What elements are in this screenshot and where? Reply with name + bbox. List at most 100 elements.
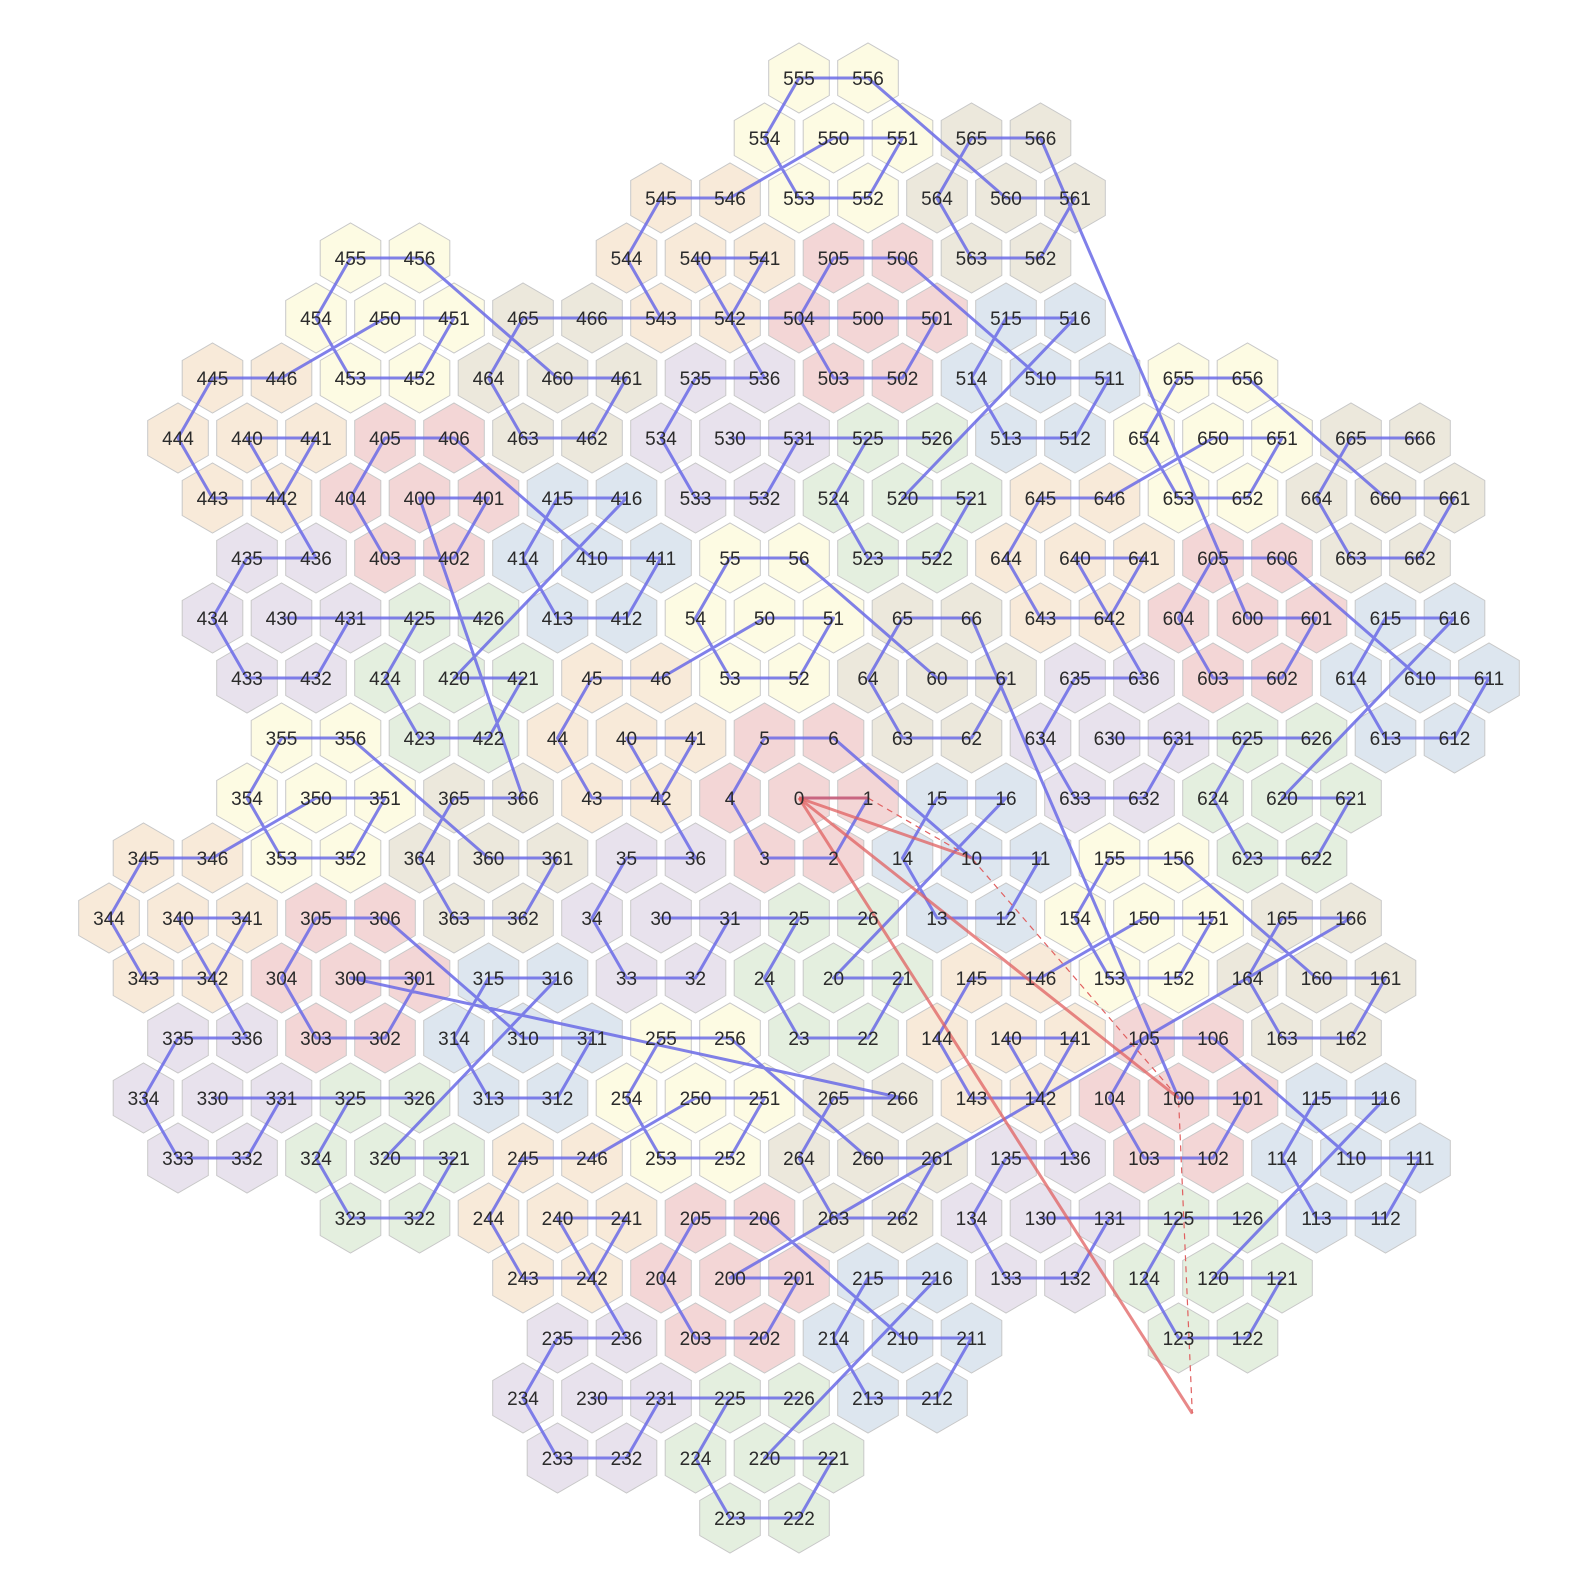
cell-label: 641 xyxy=(1128,549,1160,570)
cell-label: 215 xyxy=(852,1269,884,1290)
cell-label: 263 xyxy=(818,1209,850,1230)
cell-label: 634 xyxy=(1025,729,1057,750)
cell-label: 50 xyxy=(754,609,775,630)
cell-label: 232 xyxy=(611,1449,643,1470)
cell-label: 25 xyxy=(788,909,809,930)
cell-label: 524 xyxy=(818,489,850,510)
cell-label: 4 xyxy=(725,789,736,810)
cell-label: 452 xyxy=(404,369,436,390)
cell-label: 556 xyxy=(852,69,884,90)
cell-label: 340 xyxy=(162,909,194,930)
cell-label: 110 xyxy=(1336,1149,1366,1170)
cell-label: 221 xyxy=(818,1449,850,1470)
cell-label: 32 xyxy=(685,969,706,990)
cell-label: 214 xyxy=(818,1329,850,1350)
cell-label: 15 xyxy=(926,789,947,810)
cell-label: 442 xyxy=(266,489,298,510)
cell-label: 612 xyxy=(1439,729,1471,750)
cell-label: 100 xyxy=(1163,1089,1195,1110)
cell-label: 210 xyxy=(887,1329,919,1350)
cell-label: 164 xyxy=(1232,969,1264,990)
cell-label: 132 xyxy=(1059,1269,1091,1290)
cell-label: 346 xyxy=(197,849,229,870)
cell-label: 440 xyxy=(231,429,263,450)
cell-label: 264 xyxy=(783,1149,815,1170)
cell-label: 244 xyxy=(473,1209,505,1230)
cell-label: 245 xyxy=(507,1149,539,1170)
cell-label: 606 xyxy=(1266,549,1298,570)
cell-label: 324 xyxy=(300,1149,332,1170)
cell-label: 414 xyxy=(507,549,539,570)
cell-label: 462 xyxy=(576,429,608,450)
cell-label: 44 xyxy=(547,729,569,750)
cell-label: 506 xyxy=(887,249,919,270)
cell-label: 26 xyxy=(857,909,878,930)
cell-label: 460 xyxy=(542,369,574,390)
cell-label: 456 xyxy=(404,249,436,270)
cell-label: 106 xyxy=(1197,1029,1229,1050)
cell-label: 225 xyxy=(714,1389,746,1410)
cell-label: 665 xyxy=(1335,429,1367,450)
cell-label: 525 xyxy=(852,429,884,450)
cell-label: 660 xyxy=(1370,489,1402,510)
cell-label: 166 xyxy=(1335,909,1367,930)
cell-label: 252 xyxy=(714,1149,746,1170)
cell-label: 435 xyxy=(231,549,263,570)
cell-label: 433 xyxy=(231,669,263,690)
cell-label: 236 xyxy=(611,1329,643,1350)
cell-label: 515 xyxy=(990,309,1022,330)
cell-label: 453 xyxy=(335,369,367,390)
cell-label: 125 xyxy=(1163,1209,1195,1230)
cell-label: 503 xyxy=(818,369,850,390)
cell-label: 623 xyxy=(1232,849,1264,870)
cell-label: 330 xyxy=(197,1089,229,1110)
cell-label: 533 xyxy=(680,489,712,510)
cell-label: 542 xyxy=(714,309,746,330)
cell-label: 534 xyxy=(645,429,677,450)
cell-label: 555 xyxy=(783,69,815,90)
cell-label: 422 xyxy=(473,729,505,750)
cell-label: 313 xyxy=(473,1089,505,1110)
cell-label: 601 xyxy=(1301,609,1333,630)
cell-label: 223 xyxy=(714,1509,746,1530)
cell-label: 365 xyxy=(438,789,470,810)
cell-label: 131 xyxy=(1094,1209,1126,1230)
cell-label: 436 xyxy=(300,549,332,570)
cell-label: 36 xyxy=(685,849,706,870)
cell-label: 412 xyxy=(611,609,643,630)
cell-label: 253 xyxy=(645,1149,677,1170)
cell-label: 566 xyxy=(1025,129,1057,150)
cell-label: 121 xyxy=(1266,1269,1298,1290)
cell-label: 366 xyxy=(507,789,539,810)
cell-label: 145 xyxy=(956,969,988,990)
cell-label: 305 xyxy=(300,909,332,930)
cell-label: 141 xyxy=(1059,1029,1091,1050)
cell-label: 136 xyxy=(1059,1149,1091,1170)
cell-label: 220 xyxy=(749,1449,781,1470)
cell-label: 545 xyxy=(645,189,677,210)
traversal-path-layer xyxy=(107,76,1491,1520)
highlight-ray xyxy=(798,796,972,860)
cell-label: 345 xyxy=(128,849,160,870)
cell-label: 421 xyxy=(507,669,539,690)
cell-label: 651 xyxy=(1266,429,1298,450)
cell-label: 441 xyxy=(300,429,332,450)
cell-label: 54 xyxy=(685,609,707,630)
cell-label: 104 xyxy=(1094,1089,1126,1110)
cell-label: 62 xyxy=(961,729,982,750)
cell-label: 352 xyxy=(335,849,367,870)
cell-label: 450 xyxy=(369,309,401,330)
cell-label: 303 xyxy=(300,1029,332,1050)
cell-label: 350 xyxy=(300,789,332,810)
cell-label: 505 xyxy=(818,249,850,270)
cell-label: 205 xyxy=(680,1209,712,1230)
cell-label: 64 xyxy=(857,669,879,690)
cell-label: 551 xyxy=(887,129,919,150)
cell-label: 113 xyxy=(1301,1209,1331,1230)
highlight-ray xyxy=(797,797,1194,1415)
cell-label: 161 xyxy=(1370,969,1402,990)
cell-label: 513 xyxy=(990,429,1022,450)
cell-label: 401 xyxy=(473,489,505,510)
cell-label: 331 xyxy=(266,1089,298,1110)
